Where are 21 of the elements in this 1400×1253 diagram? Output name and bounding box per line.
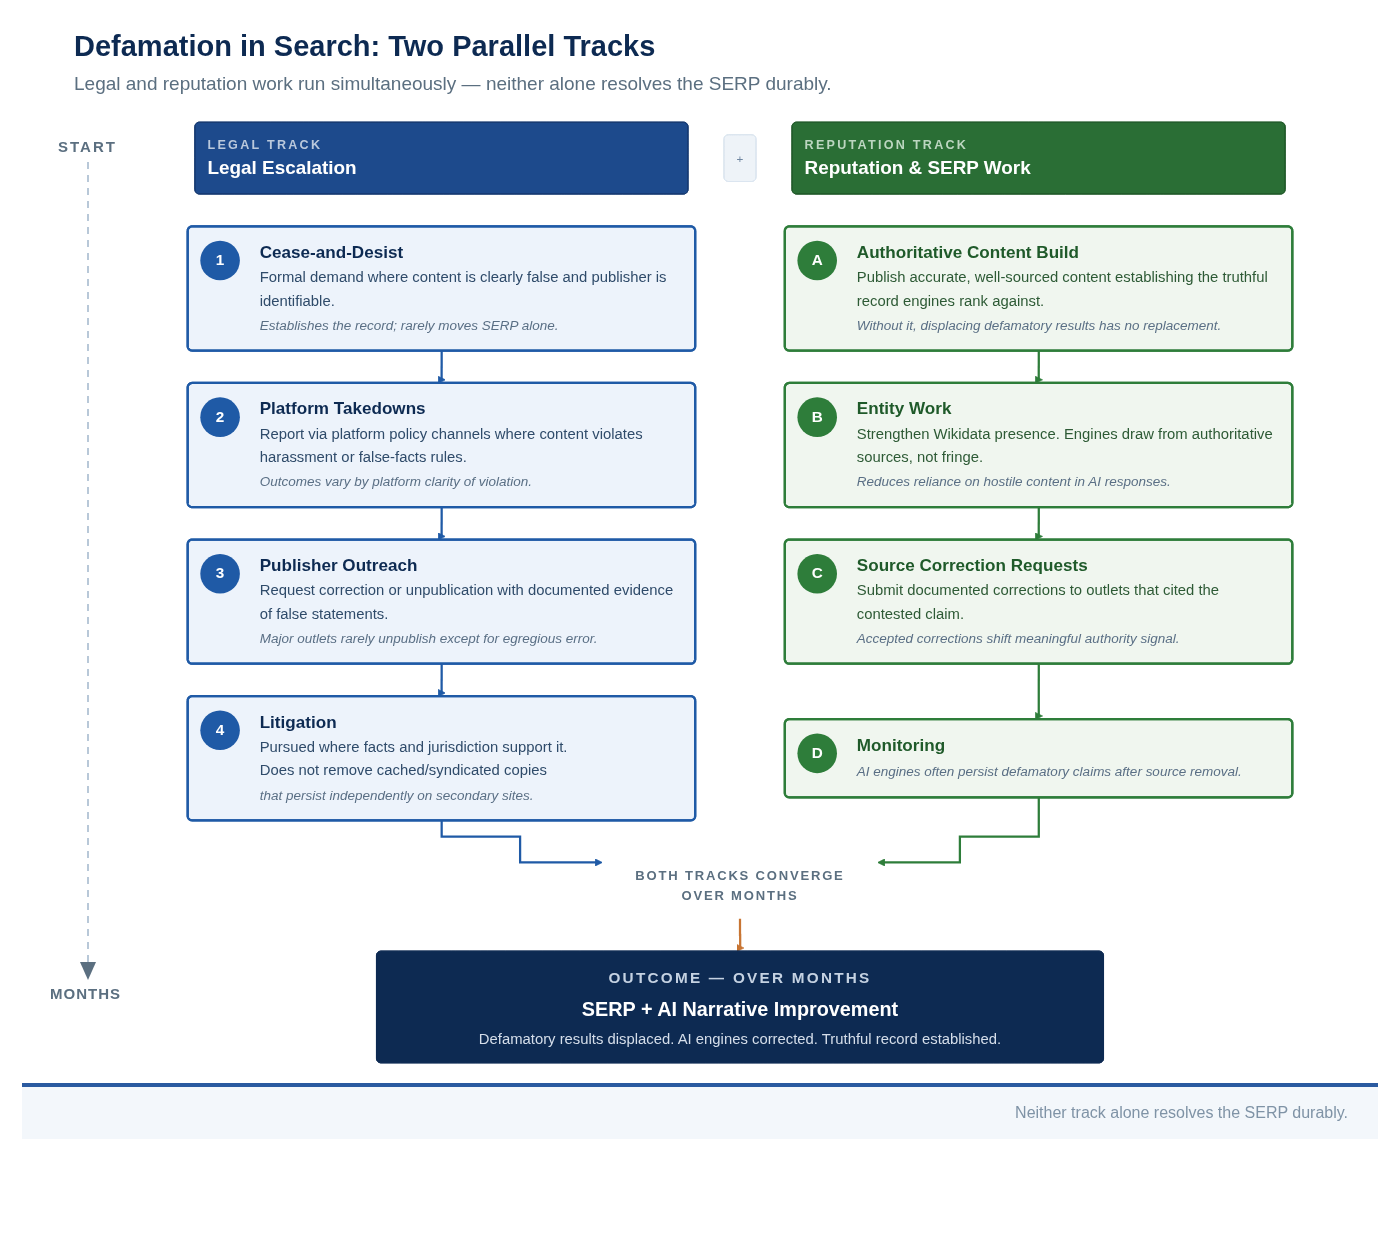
track-header: LEGAL TRACK Legal Escalation xyxy=(194,121,689,195)
step-card: 3 Publisher Outreach Request correction or unpublication with documented evidence of false statements. Major outlets rarely unpublish except for egregious error. xyxy=(186,538,697,665)
step-card: D Monitoring AI engines often persist defamatory claims after source removal. xyxy=(783,718,1294,799)
step-card: C Source Correction Requests Submit documented corrections to outlets that cited the contested claim. Accepted corrections shift meaningful authority signal. xyxy=(783,538,1294,665)
outcome-box: OUTCOME — OVER MONTHS SERP + AI Narrative Improvement Defamatory results displaced. AI engines corrected. Truthful record established. xyxy=(376,950,1104,1064)
step-card: 1 Cease-and-Desist Formal demand where content is clearly false and publisher is identifiable. Establishes the record; rarely moves SERP alone. xyxy=(186,225,697,352)
convergence-label: BOTH TRACKS CONVERGE OVER MONTHS xyxy=(635,868,845,903)
arrow xyxy=(736,917,745,952)
diagram-title: Defamation in Search: Two Parallel Tracks xyxy=(74,30,656,63)
step-card: 4 Litigation Pursued where facts and jurisdiction support it. Does not remove cached/syndicated copies that persist independently on secondary sites. xyxy=(186,695,697,822)
subtitle: Legal and reputation work run simultaneously — neither alone resolves the SERP durably. xyxy=(74,73,832,95)
footer-note: Neither track alone resolves the SERP durably. xyxy=(1015,1104,1348,1122)
step-card: 2 Platform Takedowns Report via platform policy channels where content violates harassment or false-facts rules. Outcomes vary by platform clarity of violation. xyxy=(186,381,697,509)
track-header: REPUTATION TRACK Reputation & SERP Work xyxy=(791,121,1286,195)
step-card: A Authoritative Content Build Publish accurate, well-sourced content establishing the truthful record engines rank against. Without it, displacing defamatory results has no replacement. xyxy=(783,225,1294,352)
plus-tab: + xyxy=(723,134,757,182)
timeline-end-label: MONTHS xyxy=(50,985,121,1002)
step-card: B Entity Work Strengthen Wikidata presence. Engines draw from authoritative sources, not fringe. Reduces reliance on hostile content in AI responses. xyxy=(783,381,1294,509)
timeline-start-label: START xyxy=(58,138,117,155)
arrow xyxy=(1035,663,1043,720)
arrow xyxy=(437,663,446,697)
